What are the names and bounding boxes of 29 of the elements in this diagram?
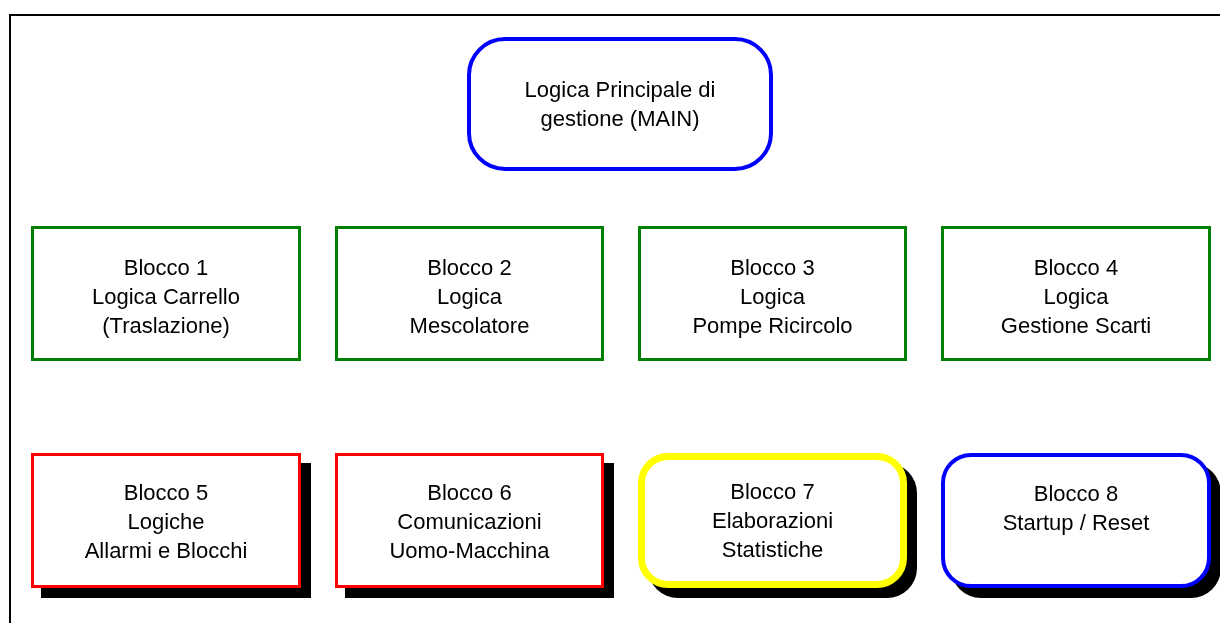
block-text: Blocco 5 xyxy=(123,479,209,507)
block-text: Blocco 8 xyxy=(1033,480,1119,508)
block-text: Logica xyxy=(740,283,805,311)
block-text: Uomo-Macchina xyxy=(389,537,550,565)
block-text: Blocco 1 xyxy=(123,254,209,282)
block-text: Blocco 7 xyxy=(730,478,815,506)
block-box xyxy=(335,226,604,361)
block-text: Allarmi e Blocchi xyxy=(84,537,248,565)
block-text: Blocco 4 xyxy=(1033,254,1119,282)
main-block xyxy=(467,37,773,171)
block-text: Comunicazioni xyxy=(397,508,542,536)
block-text: Startup / Reset xyxy=(1002,509,1150,537)
block-text: Elaborazioni xyxy=(711,507,834,535)
block-text: Logica Carrello xyxy=(92,283,240,311)
block-text: (Traslazione) xyxy=(102,312,230,340)
block-text: Gestione Scarti xyxy=(1000,312,1152,340)
block-box xyxy=(31,226,301,361)
block-text: Blocco 2 xyxy=(427,254,512,282)
block-text: Logica xyxy=(1043,283,1109,311)
block-text: Blocco 3 xyxy=(730,254,815,282)
block-text: Statistiche xyxy=(721,536,824,564)
block-text: Logica Principale di gestione (MAIN) xyxy=(523,76,717,133)
block-text: Blocco 6 xyxy=(427,479,512,507)
block-text: Logiche xyxy=(127,508,205,536)
block-box xyxy=(638,226,907,361)
block-box xyxy=(941,226,1211,361)
block-text: Mescolatore xyxy=(409,312,530,340)
block-text: Pompe Ricircolo xyxy=(692,312,853,340)
block-text: Logica xyxy=(437,283,502,311)
